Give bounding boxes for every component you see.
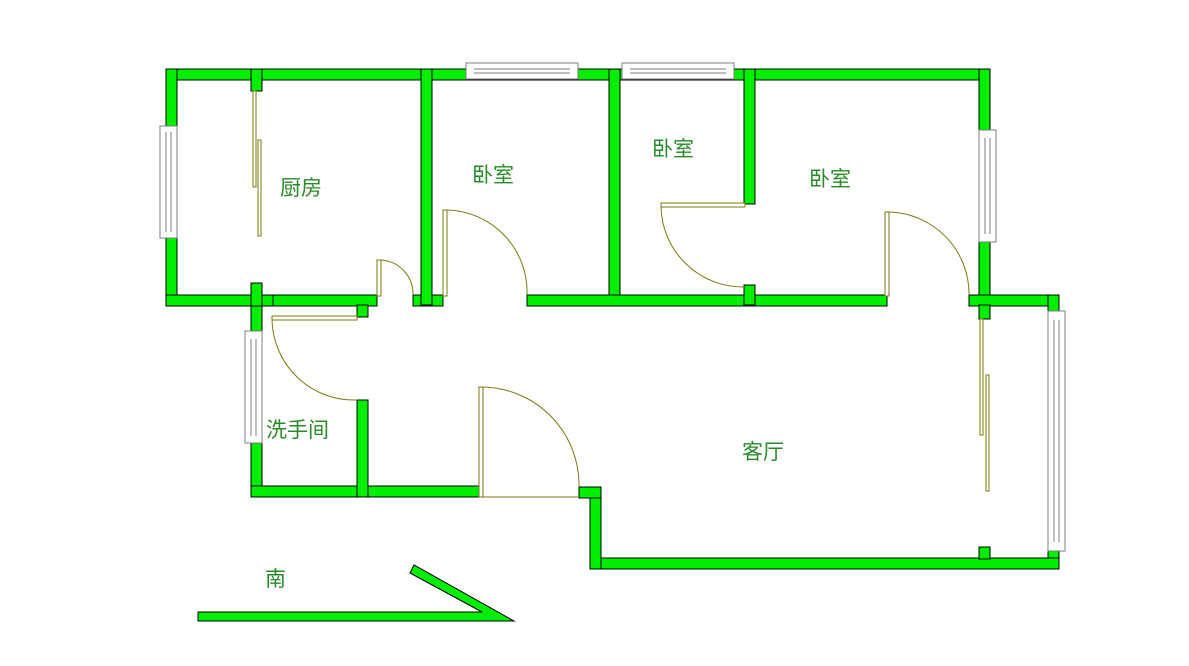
compass-arrow [197, 564, 516, 622]
wall-living-bottom [589, 557, 1060, 570]
wall-bath-right [356, 399, 369, 498]
window-bathroom [244, 330, 263, 444]
window-kitchen [159, 125, 178, 239]
wall-bath-door-stub [356, 304, 369, 318]
wall-bedroom-divider [608, 68, 621, 306]
door-bedroom-center [442, 209, 528, 297]
door-kitchen-sliding [252, 90, 262, 237]
doors [252, 90, 990, 498]
wall-living-step [589, 486, 602, 570]
wall-entry-jamb [578, 486, 602, 499]
room-label-living-room: 客厅 [742, 440, 784, 464]
wall-small-bedroom-stub [743, 284, 756, 306]
wall-kitchen-bedroom [420, 68, 433, 306]
room-label-bedroom-small: 卧室 [652, 137, 694, 161]
window-bedroom-right [978, 129, 997, 243]
compass-label: 南 [265, 567, 286, 591]
room-label-bedroom-center: 卧室 [472, 163, 514, 187]
windows [159, 62, 1066, 552]
window-bedroom-small [621, 62, 735, 80]
door-bedroom-small [660, 202, 746, 288]
door-living-sliding [979, 318, 990, 492]
wall-living-stub-top [978, 304, 991, 320]
wall-small-right-divider [743, 68, 756, 205]
room-label-bedroom-right: 卧室 [809, 167, 851, 191]
wall-kitchen-stub-bottom [250, 282, 263, 307]
door-kitchen [376, 259, 414, 297]
room-label-kitchen: 厨房 [280, 176, 322, 200]
wall-kitchen-stub-top [250, 68, 263, 92]
door-bedroom-right [884, 211, 970, 297]
wall-living-stub-bottom [978, 546, 991, 560]
wall-bedrooms-bottom [526, 294, 888, 307]
door-entrance [478, 386, 580, 498]
window-bedroom-center [465, 62, 579, 80]
window-living [1047, 310, 1066, 552]
door-bathroom [271, 315, 358, 401]
room-label-bathroom: 洗手间 [266, 418, 329, 442]
wall-right-top-living [968, 294, 1060, 307]
